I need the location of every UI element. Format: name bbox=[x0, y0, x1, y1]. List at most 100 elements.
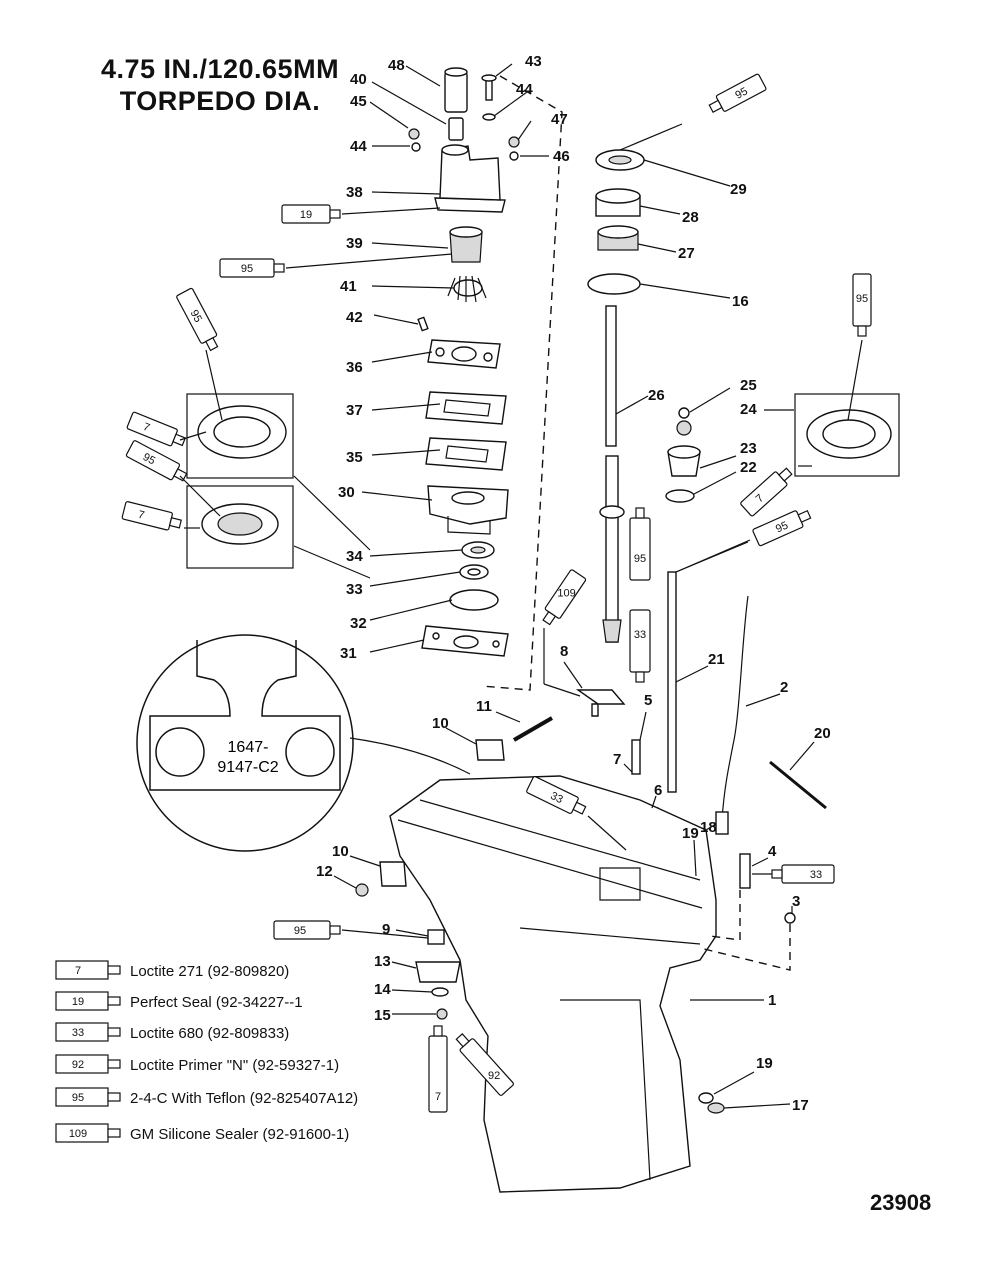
legend-row-2: 19 Perfect Seal (92-34227--1 bbox=[55, 991, 303, 1011]
svg-text:95: 95 bbox=[733, 85, 749, 101]
part-17-screw bbox=[707, 1102, 725, 1114]
tube-95-b: 95 bbox=[125, 440, 188, 482]
part-32-o-ring bbox=[449, 589, 499, 611]
tube-33-mid: 33 bbox=[526, 775, 587, 815]
part-18-fitting bbox=[715, 811, 729, 835]
label-21: 21 bbox=[708, 651, 725, 668]
svg-text:Loctite 680 (92-809833): Loctite 680 (92-809833) bbox=[130, 1025, 289, 1042]
label-23: 23 bbox=[740, 440, 757, 457]
label-15: 15 bbox=[374, 1007, 391, 1024]
svg-text:Loctite 271 (92-809820): Loctite 271 (92-809820) bbox=[130, 963, 289, 980]
part-8-bracket bbox=[575, 689, 626, 717]
part-37-plate bbox=[425, 391, 507, 425]
part-19-washer-lower bbox=[698, 1092, 714, 1104]
svg-text:7: 7 bbox=[141, 421, 151, 434]
svg-text:95: 95 bbox=[856, 293, 868, 305]
sealant-tubes: 95 19 95 95 7 95 bbox=[121, 73, 872, 1113]
label-28: 28 bbox=[682, 209, 699, 226]
label-24: 24 bbox=[740, 401, 757, 418]
part-48-sleeve bbox=[444, 71, 468, 113]
label-33: 33 bbox=[346, 581, 363, 598]
label-11: 11 bbox=[476, 698, 492, 715]
label-13: 13 bbox=[374, 953, 391, 970]
part-44-washer-right bbox=[482, 113, 496, 121]
svg-text:Perfect Seal (92-34227--1: Perfect Seal (92-34227--1 bbox=[130, 994, 303, 1011]
part-41-impeller bbox=[447, 275, 487, 303]
diagram-title-line-1: 4.75 IN./120.65MM bbox=[100, 54, 340, 84]
label-35: 35 bbox=[346, 449, 363, 466]
label-10-lower: 10 bbox=[332, 843, 349, 860]
label-12: 12 bbox=[316, 863, 333, 880]
part-2-cable bbox=[721, 595, 749, 821]
water-pump-stack bbox=[408, 67, 520, 657]
label-3: 3 bbox=[792, 893, 800, 910]
dashed-leader-3 bbox=[699, 924, 791, 971]
tube-7-lower: 7 bbox=[428, 1025, 448, 1113]
part-4-fitting bbox=[739, 853, 751, 889]
dashed-leader-4 bbox=[709, 890, 741, 941]
svg-text:95: 95 bbox=[774, 520, 790, 536]
label-2: 2 bbox=[780, 679, 788, 696]
tube-92: 92 bbox=[455, 1033, 514, 1096]
part-43-head bbox=[481, 74, 497, 82]
tube-7-right: 7 bbox=[740, 467, 793, 517]
part-30-pump-base bbox=[427, 485, 509, 525]
label-26: 26 bbox=[648, 387, 665, 404]
label-4: 4 bbox=[768, 843, 777, 860]
label-9: 9 bbox=[382, 921, 390, 938]
svg-text:19: 19 bbox=[300, 209, 312, 221]
part-48-top bbox=[444, 67, 468, 77]
label-44-right: 44 bbox=[516, 81, 533, 98]
part-35-plate bbox=[425, 437, 507, 471]
part-11-bolt bbox=[512, 716, 554, 742]
part-14-washer bbox=[431, 987, 449, 997]
svg-text:33: 33 bbox=[72, 1027, 84, 1039]
part-40-tube bbox=[448, 117, 464, 141]
label-37: 37 bbox=[346, 402, 363, 419]
part-46-washer bbox=[509, 151, 519, 161]
seal-box-left-lower bbox=[186, 485, 294, 569]
svg-text:19: 19 bbox=[72, 996, 84, 1008]
legend-row-1: 7 Loctite 271 (92-809820) bbox=[55, 960, 289, 980]
part-20-rod bbox=[769, 760, 827, 810]
label-48: 48 bbox=[388, 57, 405, 74]
detail-callout-line-1: 1647- bbox=[228, 739, 269, 756]
tube-95-right: 95 bbox=[852, 273, 872, 337]
svg-text:GM Silicone Sealer (92-91600-1: GM Silicone Sealer (92-91600-1) bbox=[130, 1126, 349, 1143]
label-7: 7 bbox=[613, 751, 621, 768]
part-45-nut bbox=[408, 128, 420, 140]
svg-text:Loctite Primer "N" (92-59327-1: Loctite Primer "N" (92-59327-1) bbox=[130, 1057, 339, 1074]
seal-box-left-upper bbox=[186, 393, 294, 479]
legend-row-5: 95 2-4-C With Teflon (92-825407A12) bbox=[55, 1087, 358, 1107]
tube-95-top: 95 bbox=[708, 73, 767, 114]
part-42-key bbox=[417, 316, 429, 332]
leader-lines bbox=[293, 63, 815, 1109]
legend-row-3: 33 Loctite 680 (92-809833) bbox=[55, 1022, 289, 1042]
svg-text:95: 95 bbox=[141, 451, 157, 467]
tube-95-lower: 95 bbox=[273, 920, 341, 940]
diagram-title-line-2: TORPEDO DIA. bbox=[119, 86, 321, 116]
tube-95-left: 95 bbox=[176, 287, 219, 352]
svg-text:109: 109 bbox=[557, 587, 575, 599]
tube-7-a: 7 bbox=[126, 411, 187, 447]
label-42: 42 bbox=[346, 309, 363, 326]
label-46: 46 bbox=[553, 148, 570, 165]
svg-text:95: 95 bbox=[72, 1092, 84, 1104]
svg-text:92: 92 bbox=[488, 1070, 500, 1082]
svg-text:33: 33 bbox=[548, 790, 564, 806]
label-10-upper: 10 bbox=[432, 715, 449, 732]
svg-text:33: 33 bbox=[634, 629, 646, 641]
part-15-nut bbox=[436, 1008, 448, 1020]
detail-leader bbox=[349, 737, 471, 775]
part-9-bearing bbox=[427, 929, 445, 945]
svg-text:109: 109 bbox=[69, 1128, 87, 1140]
label-16: 16 bbox=[732, 293, 749, 310]
tube-33-vertical: 33 bbox=[629, 609, 651, 683]
drawing-number: 23908 bbox=[870, 1190, 932, 1215]
label-34: 34 bbox=[346, 548, 363, 565]
svg-text:7: 7 bbox=[137, 509, 146, 522]
svg-text:2-4-C With Teflon (92-825407: 2-4-C With Teflon (92-825407A12) bbox=[130, 1090, 358, 1107]
label-19-lower: 19 bbox=[756, 1055, 773, 1072]
label-45: 45 bbox=[350, 93, 367, 110]
